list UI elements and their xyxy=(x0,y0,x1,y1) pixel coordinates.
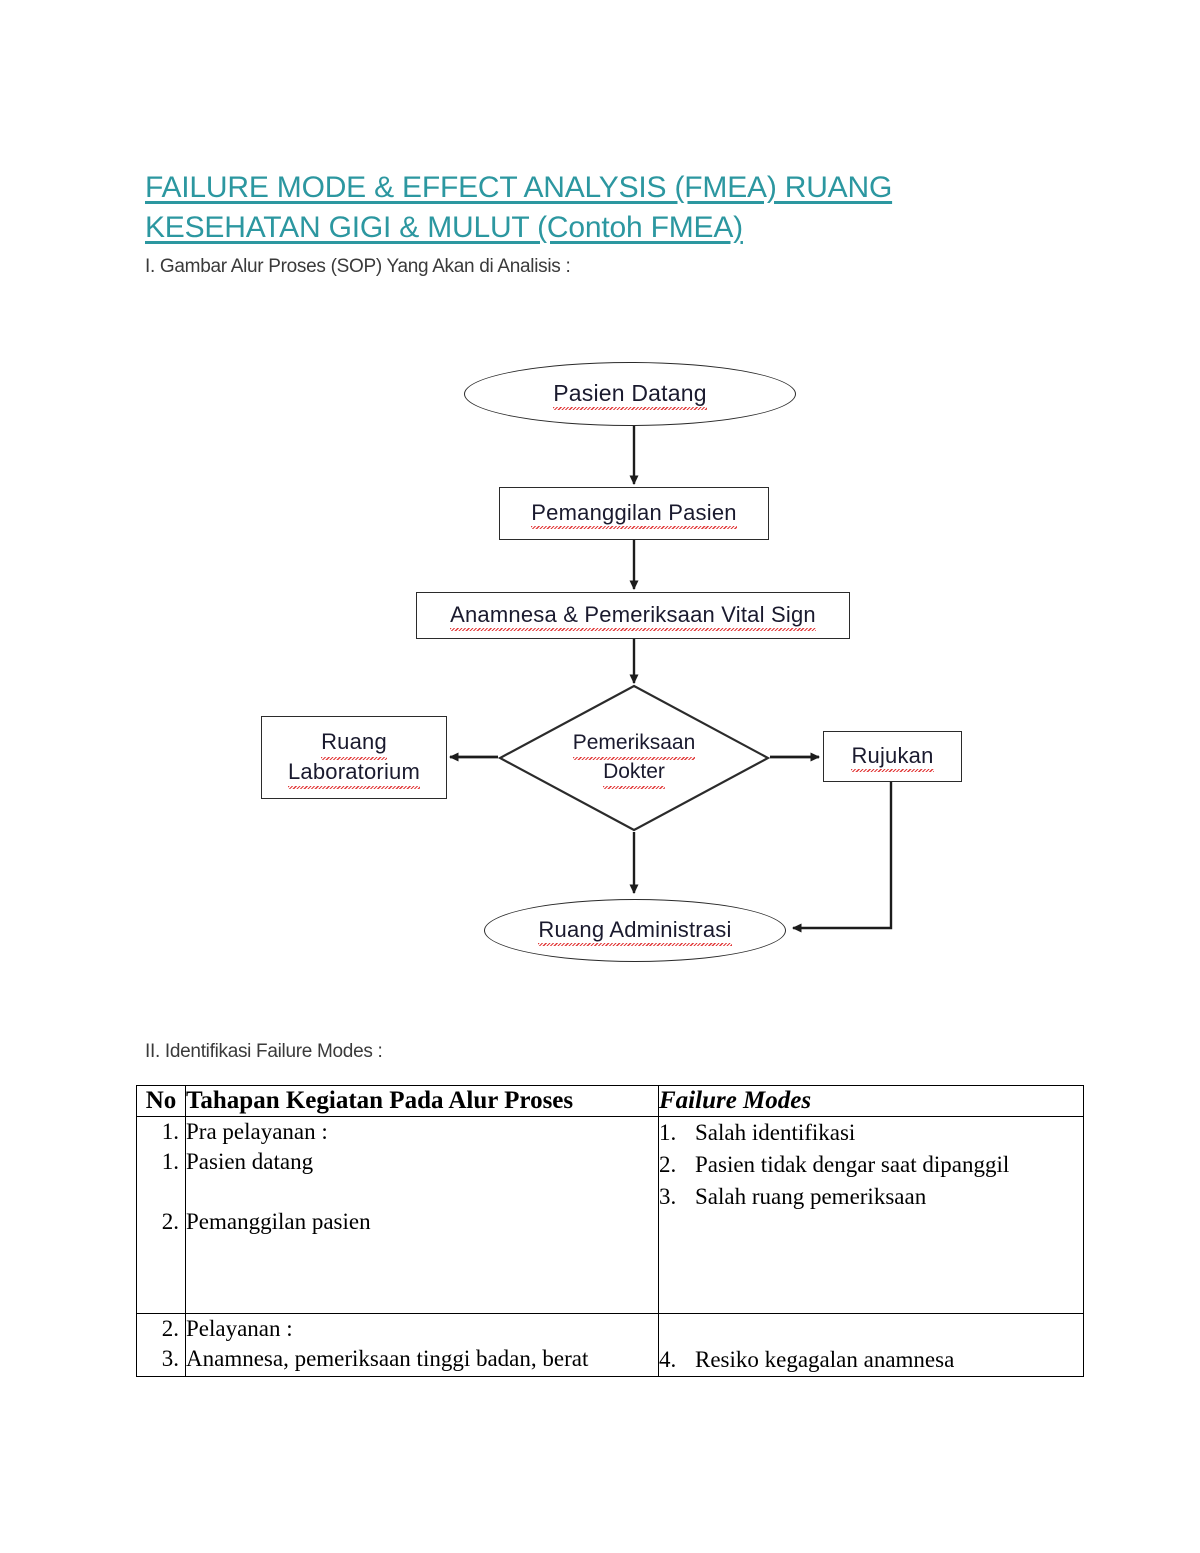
flow-node-rujukan: Rujukan xyxy=(823,731,962,782)
flow-node-rujukan-label: Rujukan xyxy=(851,743,934,772)
step-heading: Pelayanan : xyxy=(186,1316,293,1341)
flow-node-pemeriksaan-dokter-label: Pemeriksaan Dokter xyxy=(498,684,770,832)
failure-mode-number: 3. xyxy=(659,1184,677,1209)
flowchart-connectors xyxy=(449,425,893,933)
flow-node-pasien-datang-label: Pasien Datang xyxy=(553,380,708,410)
row-number-sub-2: 2. xyxy=(161,1209,179,1234)
failure-mode-item: 3. Salah ruang pemeriksaan xyxy=(659,1181,1083,1213)
failure-mode-text: Resiko kegagalan anamnesa xyxy=(695,1347,955,1372)
table-header-step: Tahapan Kegiatan Pada Alur Proses xyxy=(185,1085,659,1117)
flow-node-anamnesa-vital-sign: Anamnesa & Pemeriksaan Vital Sign xyxy=(416,592,850,639)
table-row: 1. 1. 2. Pra pelayanan : Pasien datang P… xyxy=(136,1116,1084,1314)
table-cell-no: 2. 3. xyxy=(136,1313,186,1377)
failure-mode-item: 4. Resiko kegagalan anamnesa xyxy=(659,1344,1083,1376)
table-cell-step: Pra pelayanan : Pasien datang Pemanggila… xyxy=(185,1116,659,1314)
failure-mode-item: 1. Salah identifikasi xyxy=(659,1117,1083,1149)
table-header-row: No Tahapan Kegiatan Pada Alur Proses Fai… xyxy=(136,1085,1084,1117)
table-header-failure-modes: Failure Modes xyxy=(658,1085,1084,1117)
flow-node-ruang-administrasi-label: Ruang Administrasi xyxy=(538,917,732,946)
table-cell-no: 1. 1. 2. xyxy=(136,1116,186,1314)
flow-node-ruang-laboratorium-label-line1: Ruang xyxy=(321,728,387,760)
failure-mode-text: Salah ruang pemeriksaan xyxy=(695,1184,927,1209)
row-number-sub-1: 1. xyxy=(161,1149,179,1174)
failure-mode-number: 4. xyxy=(659,1347,677,1372)
flow-node-ruang-laboratorium-label-line2: Laboratorium xyxy=(287,758,421,789)
row-number-spacer xyxy=(137,1177,179,1207)
failure-mode-item: 2. Pasien tidak dengar saat dipanggil xyxy=(659,1149,1083,1181)
table-header-no: No xyxy=(136,1085,186,1117)
failure-mode-text: Pasien tidak dengar saat dipanggil xyxy=(695,1152,1010,1177)
page-title: FAILURE MODE & EFFECT ANALYSIS (FMEA) RU… xyxy=(145,168,1025,248)
step-item: Pasien datang xyxy=(186,1149,314,1174)
step-heading: Pra pelayanan : xyxy=(186,1119,328,1144)
failure-modes-list: 4. Resiko kegagalan anamnesa xyxy=(659,1344,1083,1376)
flow-node-pemeriksaan-dokter: Pemeriksaan Dokter xyxy=(498,684,770,832)
flow-node-ruang-laboratorium: Ruang Laboratorium xyxy=(261,716,447,799)
process-flowchart: Pasien Datang Pemanggilan Pasien Anamnes… xyxy=(261,362,962,962)
table-cell-step: Pelayanan : Anamnesa, pemeriksaan tinggi… xyxy=(185,1313,659,1377)
failure-modes-table: No Tahapan Kegiatan Pada Alur Proses Fai… xyxy=(136,1085,1084,1377)
flow-node-pemanggilan-pasien: Pemanggilan Pasien xyxy=(499,487,769,540)
step-item: Anamnesa, pemeriksaan tinggi badan, bera… xyxy=(186,1346,589,1371)
step-spacer xyxy=(186,1177,658,1207)
table-row: 2. 3. Pelayanan : Anamnesa, pemeriksaan … xyxy=(136,1313,1084,1377)
page-title-line-1: FAILURE MODE & EFFECT ANALYSIS (FMEA) RU… xyxy=(145,171,893,204)
table-cell-failure-modes: 1. Salah identifikasi 2. Pasien tidak de… xyxy=(658,1116,1084,1314)
failure-modes-list: 1. Salah identifikasi 2. Pasien tidak de… xyxy=(659,1117,1083,1213)
section-one-label: I. Gambar Alur Proses (SOP) Yang Akan di… xyxy=(145,256,571,277)
flow-node-pemanggilan-pasien-label: Pemanggilan Pasien xyxy=(531,500,738,529)
failure-mode-number: 2. xyxy=(659,1152,677,1177)
step-item: Pemanggilan pasien xyxy=(186,1209,371,1234)
flow-node-pemeriksaan-dokter-label-line1: Pemeriksaan xyxy=(572,729,695,761)
flow-node-pasien-datang: Pasien Datang xyxy=(464,362,796,426)
table-cell-failure-modes: 4. Resiko kegagalan anamnesa xyxy=(658,1313,1084,1377)
flow-node-pemeriksaan-dokter-label-line2: Dokter xyxy=(603,758,665,790)
row-number-main: 2. xyxy=(161,1316,179,1341)
flow-node-anamnesa-vital-sign-label: Anamnesa & Pemeriksaan Vital Sign xyxy=(450,602,816,631)
row-number-sub-1: 3. xyxy=(161,1346,179,1371)
failure-mode-text: Salah identifikasi xyxy=(695,1120,856,1145)
row-number-main: 1. xyxy=(161,1119,179,1144)
page-title-line-2: KESEHATAN GIGI & MULUT (Contoh FMEA) xyxy=(145,211,743,244)
flow-node-ruang-administrasi: Ruang Administrasi xyxy=(484,899,786,962)
section-two-label: II. Identifikasi Failure Modes : xyxy=(145,1041,383,1062)
diamond-shape xyxy=(498,684,770,832)
failure-mode-number: 1. xyxy=(659,1120,677,1145)
